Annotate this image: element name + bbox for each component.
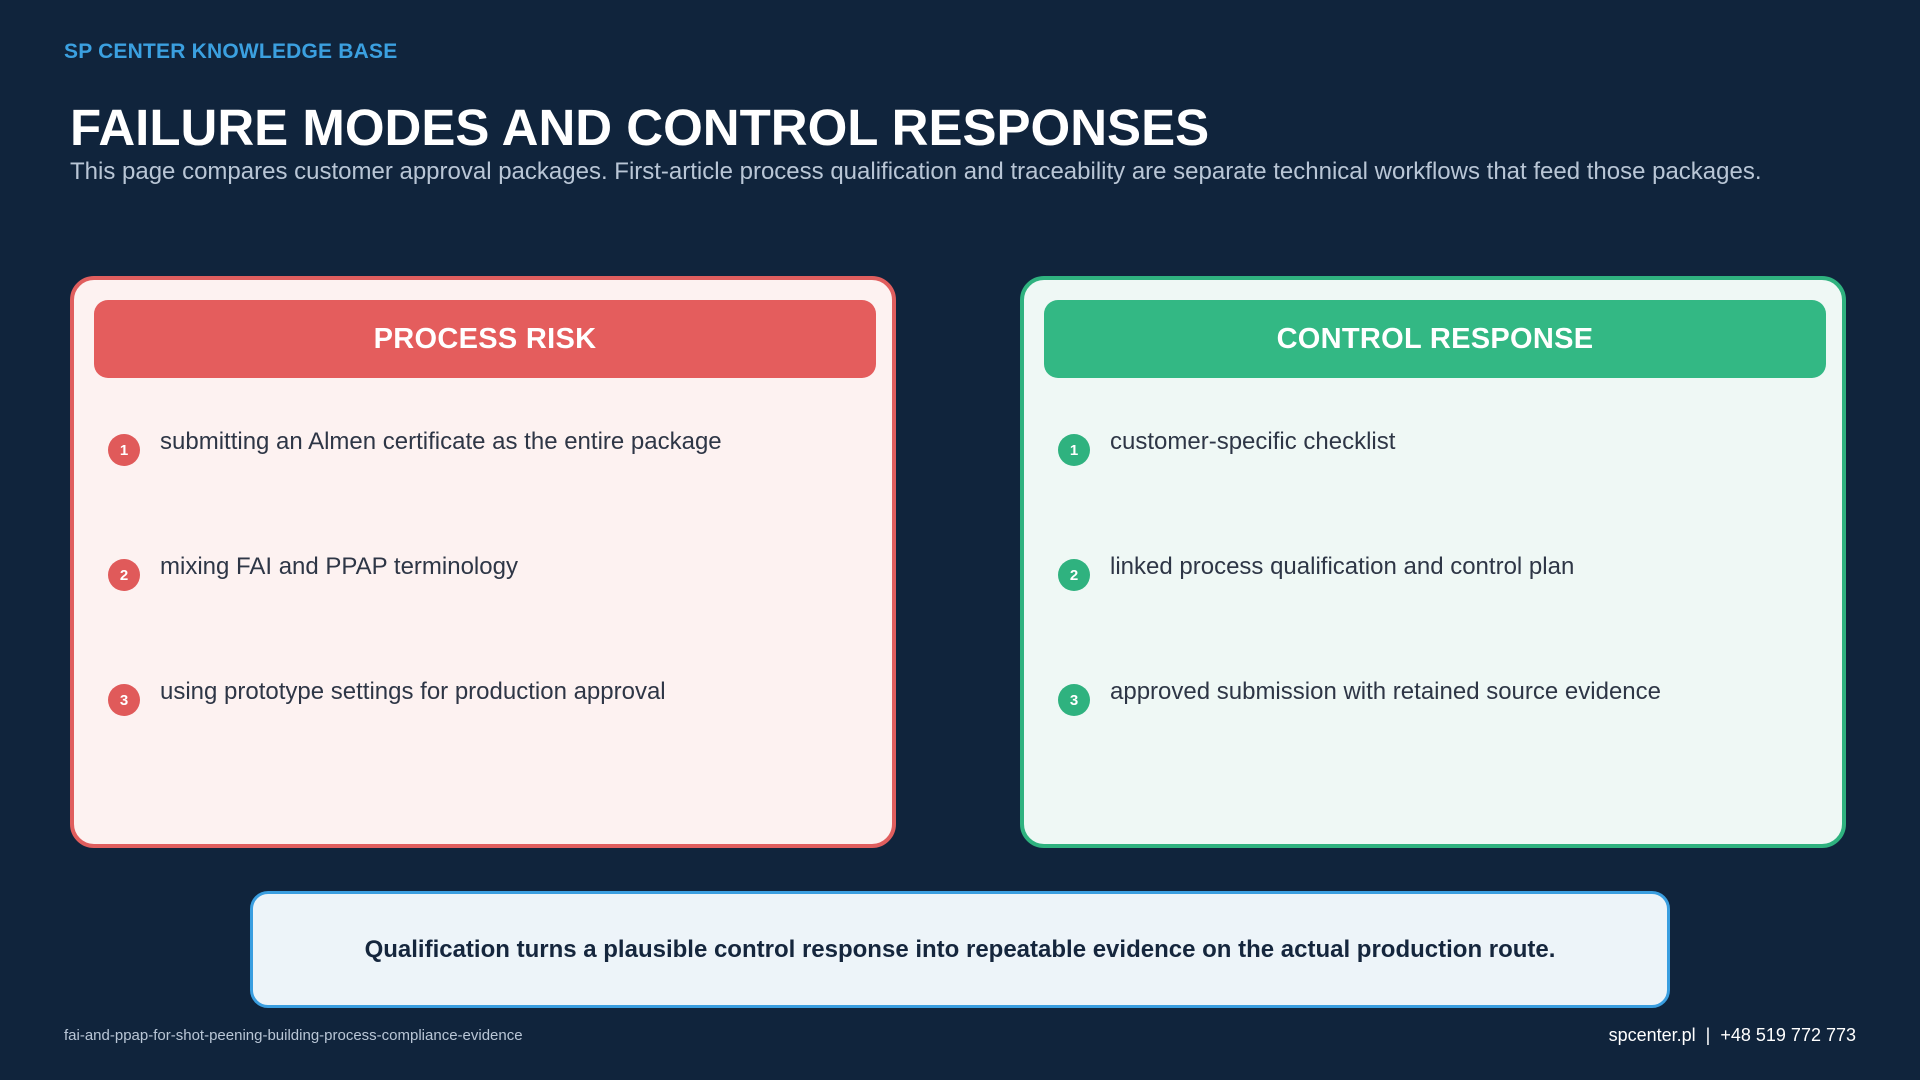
risk-item-text: submitting an Almen certificate as the e… xyxy=(160,428,722,455)
risk-item-text: using prototype settings for production … xyxy=(160,678,666,705)
footer-separator: | xyxy=(1705,1025,1711,1045)
control-item: 1 customer-specific checklist xyxy=(1058,425,1818,466)
summary-callout: Qualification turns a plausible control … xyxy=(250,891,1670,1008)
risk-item-text: mixing FAI and PPAP terminology xyxy=(160,553,518,580)
website-link[interactable]: spcenter.pl xyxy=(1608,1025,1696,1045)
page-slug: fai-and-ppap-for-shot-peening-building-p… xyxy=(64,1027,523,1044)
contact-info: spcenter.pl | +48 519 772 773 xyxy=(1609,1025,1856,1046)
control-response-panel: CONTROL RESPONSE 1 customer-specific che… xyxy=(1020,276,1846,848)
risk-item: 1 submitting an Almen certificate as the… xyxy=(108,425,868,466)
control-item: 3 approved submission with retained sour… xyxy=(1058,675,1818,716)
control-response-heading: CONTROL RESPONSE xyxy=(1044,300,1826,378)
control-item: 2 linked process qualification and contr… xyxy=(1058,550,1818,591)
control-item-text: approved submission with retained source… xyxy=(1110,678,1661,705)
number-badge: 1 xyxy=(1058,434,1090,466)
number-badge: 3 xyxy=(1058,684,1090,716)
page-subtitle: This page compares customer approval pac… xyxy=(70,158,1762,185)
process-risk-panel: PROCESS RISK 1 submitting an Almen certi… xyxy=(70,276,896,848)
number-badge: 3 xyxy=(108,684,140,716)
number-badge: 1 xyxy=(108,434,140,466)
number-badge: 2 xyxy=(108,559,140,591)
risk-item: 3 using prototype settings for productio… xyxy=(108,675,868,716)
process-risk-heading: PROCESS RISK xyxy=(94,300,876,378)
control-item-text: linked process qualification and control… xyxy=(1110,553,1575,580)
control-item-text: customer-specific checklist xyxy=(1110,428,1396,455)
brand-kicker: SP CENTER KNOWLEDGE BASE xyxy=(64,40,398,63)
phone-number[interactable]: +48 519 772 773 xyxy=(1720,1025,1856,1045)
page-title: FAILURE MODES AND CONTROL RESPONSES xyxy=(70,99,1210,156)
risk-item: 2 mixing FAI and PPAP terminology xyxy=(108,550,868,591)
number-badge: 2 xyxy=(1058,559,1090,591)
